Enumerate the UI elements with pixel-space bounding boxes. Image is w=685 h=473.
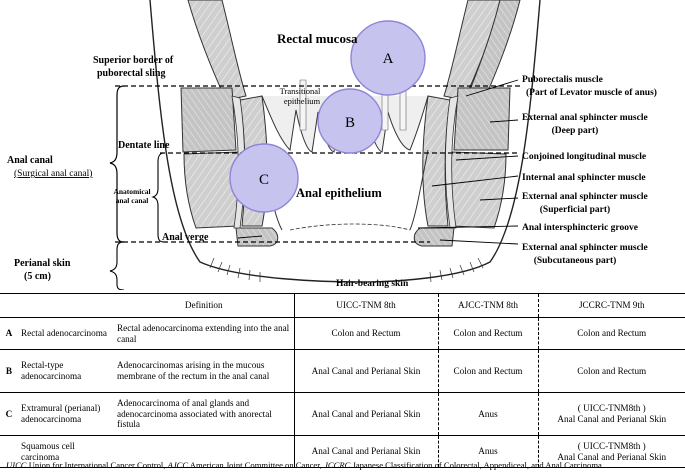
tumor-location-circle-a: A <box>350 20 426 96</box>
external-sphincter-deep-label-line2: (Deep part) <box>552 125 599 136</box>
rectal-mucosa-label: Rectal mucosa <box>277 31 358 46</box>
right-external-sphincter-superficial <box>448 151 507 229</box>
row-name: Rectal adenocarcinoma <box>18 317 114 350</box>
row-key: C <box>0 392 18 436</box>
jccrc-full-name: Japanese Classification of Colorectal, A… <box>350 460 602 470</box>
tumor-location-circle-c: C <box>229 143 299 213</box>
row-name: Rectal-type adenocarcinoma <box>18 349 114 393</box>
puborectalis-label-line1: Puborectalis muscle <box>522 75 603 85</box>
row-jccrc-line2: Anal Canal and Perianal Skin <box>557 414 667 424</box>
anal-epithelium-label: Anal epithelium <box>296 186 382 200</box>
header-definition: Definition <box>114 293 294 318</box>
circle-letter-c: C <box>259 172 269 188</box>
anal-verge-label: Anal verge <box>162 232 209 243</box>
anatomical-anal-canal-label-line1: Anatomical <box>113 187 150 196</box>
row-jccrc: ( UICC-TNM8th ) Anal Canal and Perianal … <box>537 392 685 436</box>
row-jccrc: Colon and Rectum <box>537 349 685 393</box>
row-uicc: Colon and Rectum <box>293 317 438 350</box>
external-sphincter-superficial-label-line2: (Superficial part) <box>540 204 610 215</box>
superior-border-label-line2: puborectal sling <box>97 68 165 79</box>
anatomical-anal-canal-label-line2: anal canal <box>116 196 149 205</box>
row-name: Extramural (perianal) adenocarcinoma <box>18 392 114 436</box>
external-sphincter-deep-label-line1: External anal sphincter muscle <box>522 113 648 123</box>
right-external-sphincter-deep <box>453 87 511 151</box>
perianal-skin-size-label: (5 cm) <box>24 271 51 282</box>
transitional-epithelium-label-line2: epithelium <box>284 96 321 106</box>
header-ajcc: AJCC-TNM 8th <box>437 293 538 318</box>
external-sphincter-subcutaneous-label-line2: (Subcutaneous part) <box>534 255 617 266</box>
row-jccrc-line2: Anal Canal and Perianal Skin <box>557 451 667 462</box>
row-uicc: Anal Canal and Perianal Skin <box>293 435 438 468</box>
classification-table: Definition UICC-TNM 8th AJCC-TNM 8th JCC… <box>0 293 685 468</box>
row-uicc: Anal Canal and Perianal Skin <box>293 392 438 436</box>
row-ajcc: Colon and Rectum <box>437 317 538 350</box>
internal-sphincter-label: Internal anal sphincter muscle <box>522 173 646 183</box>
row-key <box>0 435 18 468</box>
intersphincteric-groove-label: Anal intersphincteric groove <box>522 223 638 233</box>
superior-border-label-line1: Superior border of <box>93 55 174 66</box>
table-header-row: Definition UICC-TNM 8th AJCC-TNM 8th JCC… <box>0 293 685 318</box>
left-external-sphincter-subcutaneous <box>235 227 279 247</box>
header-key <box>0 293 18 318</box>
left-levator-muscle <box>187 0 247 101</box>
circle-letter-a: A <box>383 51 394 67</box>
row-definition <box>114 435 294 468</box>
reference-lines <box>115 85 520 243</box>
external-sphincter-superficial-label-line1: External anal sphincter muscle <box>522 192 648 202</box>
row-key: B <box>0 349 18 393</box>
row-uicc: Anal Canal and Perianal Skin <box>293 349 438 393</box>
tumor-location-circle-b: B <box>317 88 383 154</box>
puborectalis-label-line2: (Part of Levator muscle of anus) <box>526 87 657 98</box>
right-conjoined-muscle <box>445 95 459 229</box>
header-uicc: UICC-TNM 8th <box>293 293 438 318</box>
table-row: B Rectal-type adenocarcinoma Adenocarcin… <box>0 349 685 393</box>
row-jccrc-line1: ( UICC-TNM8th ) <box>577 403 646 414</box>
table-row: Squamous cell carcinoma Anal Canal and P… <box>0 435 685 468</box>
hair-bearing-skin-hairs <box>209 257 484 283</box>
surgical-anal-canal-label: (Surgical anal canal) <box>14 168 92 179</box>
row-definition: Adenocarcinoma of anal glands and adenoc… <box>114 392 294 436</box>
row-definition: Adenocarcinomas arising in the mucous me… <box>114 349 294 393</box>
row-jccrc-line1: Colon and Rectum <box>577 328 647 339</box>
row-ajcc: Colon and Rectum <box>437 349 538 393</box>
circle-letter-b: B <box>345 115 355 131</box>
label-pointer-lines <box>237 79 519 245</box>
perianal-skin-outline <box>149 0 541 283</box>
header-name <box>18 293 114 318</box>
external-sphincter-subcutaneous-label-line1: External anal sphincter muscle <box>522 243 648 253</box>
perianal-skin-label: Perianal skin <box>14 258 71 269</box>
row-name: Squamous cell carcinoma <box>18 435 114 468</box>
ajcc-abbreviation: AJCC <box>167 460 189 470</box>
anal-canal-label: Anal canal <box>7 155 53 166</box>
uicc-abbreviation: UICC <box>6 460 27 470</box>
abbreviations-footnote: UICC Union for International Cancer Cont… <box>6 460 685 470</box>
row-key: A <box>0 317 18 350</box>
left-external-sphincter-deep <box>180 87 237 153</box>
ajcc-full-name: American Joint Committee on Cancer, <box>188 460 325 470</box>
row-ajcc: Anus <box>437 435 538 468</box>
dentate-line-label: Dentate line <box>118 140 170 151</box>
row-jccrc: ( UICC-TNM8th ) Anal Canal and Perianal … <box>537 435 685 468</box>
anatomical-anal-canal-brace <box>151 152 165 243</box>
intersphincteric-groove-curve <box>289 223 411 231</box>
anal-canal-brace <box>109 85 125 243</box>
conjoined-muscle-label: Conjoined longitudinal muscle <box>522 152 646 162</box>
table-row: A Rectal adenocarcinoma Rectal adenocarc… <box>0 317 685 350</box>
row-definition: Rectal adenocarcinoma extending into the… <box>114 317 294 350</box>
table-row: C Extramural (perianal) adenocarcinoma A… <box>0 392 685 436</box>
hair-bearing-skin-label: Hair-bearing skin <box>336 279 409 289</box>
row-jccrc: Colon and Rectum <box>537 317 685 350</box>
row-jccrc-line1: ( UICC-TNM8th ) <box>577 440 646 451</box>
anal-canal-lumen-right <box>409 149 429 231</box>
uicc-full-name: Union for International Cancer Control, <box>26 460 168 470</box>
header-jccrc: JCCRC-TNM 9th <box>537 293 685 318</box>
jccrc-abbreviation: JCCRC <box>324 460 351 470</box>
perianal-skin-brace <box>109 241 125 290</box>
row-ajcc: Anus <box>437 392 538 436</box>
right-external-sphincter-subcutaneous <box>413 227 455 247</box>
anal-canal-anatomy-diagram: A B C Rectal mucosa Superior border of p… <box>7 0 657 290</box>
transitional-epithelium-label-line1: Transitional <box>280 86 321 96</box>
row-jccrc-line1: Colon and Rectum <box>577 365 647 376</box>
